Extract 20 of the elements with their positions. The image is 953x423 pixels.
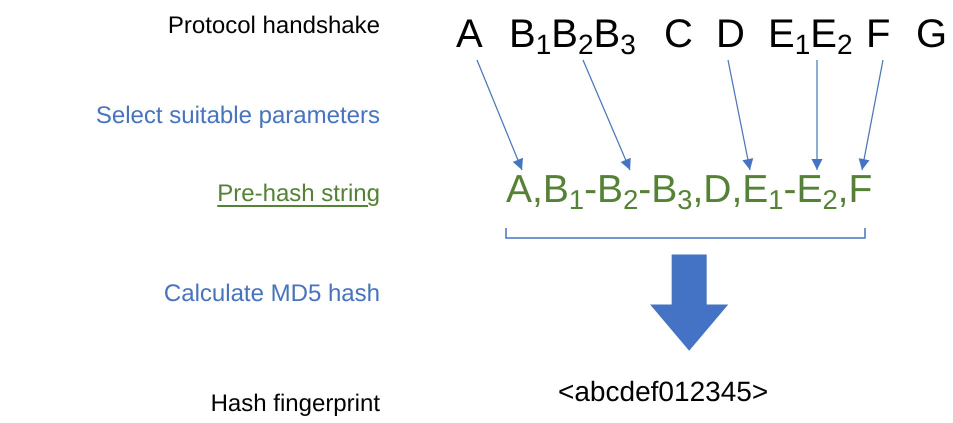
letter: D xyxy=(716,14,745,54)
letter: G xyxy=(916,14,948,54)
step-label: Select suitable parameters xyxy=(96,104,380,128)
arrow xyxy=(812,60,822,170)
step-label: Calculate MD5 hash xyxy=(164,282,380,306)
row-label: Hash fingerprint xyxy=(210,392,380,416)
letter: A xyxy=(456,14,483,54)
row-label: Pre-hash string xyxy=(217,182,380,206)
letter-group: E$_{1}$E$_{2}$ xyxy=(768,14,853,54)
arrow xyxy=(727,60,754,170)
letter: C xyxy=(664,14,693,54)
arrow xyxy=(582,60,631,170)
letter-group: B$_{1}$B$_{2}$B$_{3}$ xyxy=(509,14,636,54)
block-arrow xyxy=(650,254,728,351)
letter: F xyxy=(866,14,890,54)
arrow xyxy=(858,60,884,170)
row-label: Protocol handshake xyxy=(168,14,380,38)
pre-hash-string: A,B$_{1}$-B$_{2}$-B$_{3}$,D,E$_{1}$-E$_{2}$,F xyxy=(506,170,872,209)
arrow xyxy=(476,60,523,170)
hash-value: <abcdef012345> xyxy=(558,378,768,406)
